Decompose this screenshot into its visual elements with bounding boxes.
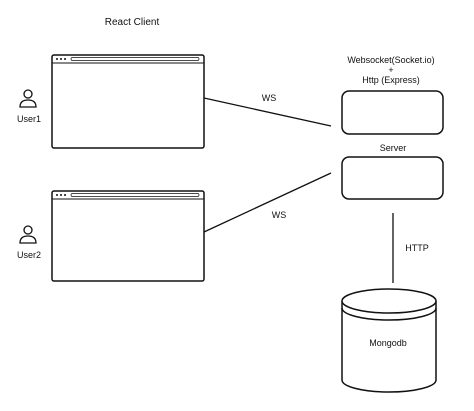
user1-label: User1 [17, 114, 41, 124]
browser-window-user2 [51, 190, 205, 282]
server-label: Server [380, 143, 407, 153]
ws-connection-user2 [203, 172, 332, 233]
server-stack-line1: Websocket(Socket.io) [347, 55, 434, 65]
ws-label-top: WS [262, 93, 277, 103]
user-icon [19, 89, 37, 108]
server-box-top [341, 90, 444, 135]
user2-label: User2 [17, 250, 41, 260]
server-stack-line3: Http (Express) [362, 75, 420, 85]
user-icon [19, 225, 37, 244]
ws-label-bottom: WS [272, 210, 287, 220]
server-box-bottom [341, 156, 444, 200]
browser-window-user1 [51, 54, 205, 149]
ws-connection-user1 [203, 97, 332, 127]
server-stack-line2: + [388, 65, 393, 75]
http-label: HTTP [405, 243, 429, 253]
database-label: Mongodb [369, 338, 407, 348]
diagram-title: React Client [105, 17, 160, 28]
database-cylinder-icon [341, 288, 437, 393]
